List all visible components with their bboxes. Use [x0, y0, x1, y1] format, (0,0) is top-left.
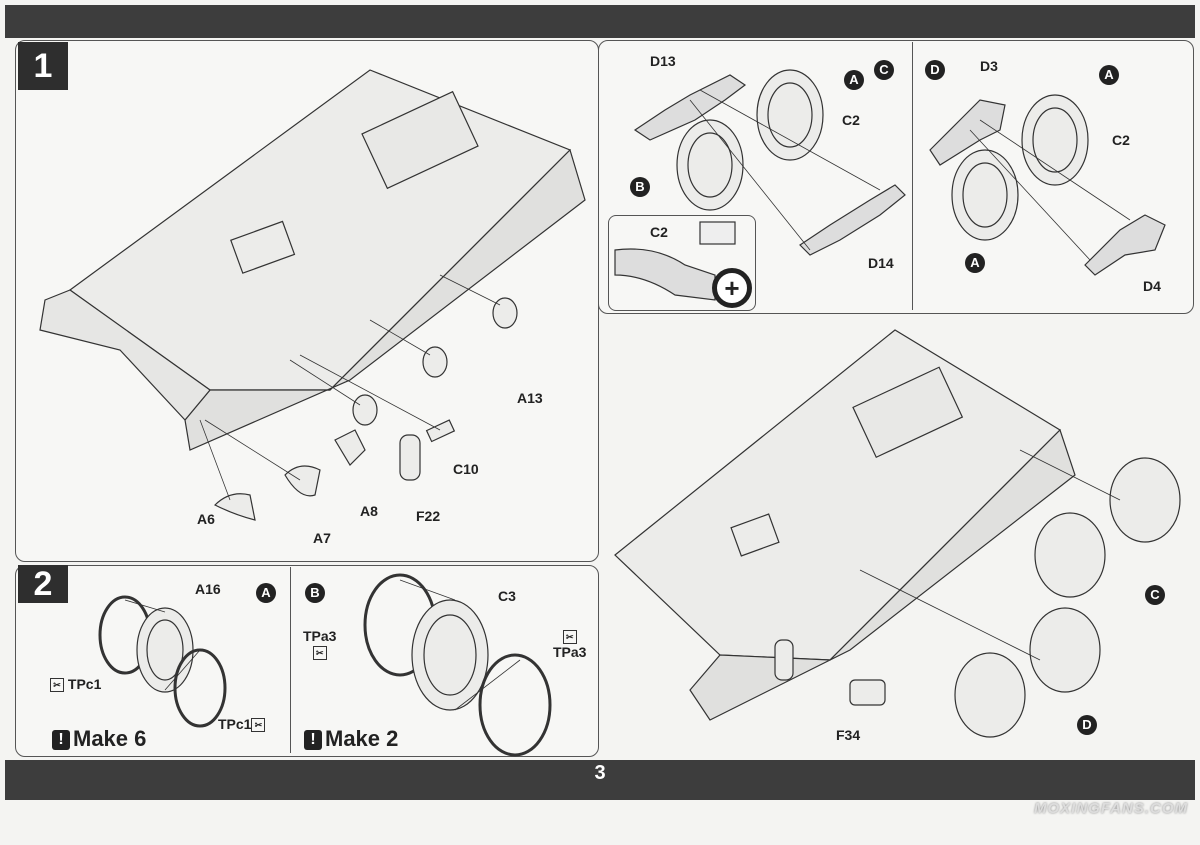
part-label-a7: A7	[313, 530, 331, 546]
step1-number: 1	[18, 42, 68, 90]
wheel-a-bottom	[951, 149, 1019, 241]
tire-label-text: TPc1	[218, 716, 252, 732]
marker-wheel-a: A	[256, 583, 276, 603]
bogie-wheel	[1029, 607, 1101, 693]
part-label-d13: D13	[650, 53, 676, 69]
hatch-small	[230, 220, 296, 274]
part-label-f34: F34	[836, 727, 861, 743]
make-text: Make 6	[73, 726, 147, 751]
hatch	[361, 90, 479, 190]
part-a8	[334, 429, 366, 466]
part-label-a6: A6	[197, 511, 215, 527]
marker-a: A	[844, 70, 864, 90]
marker-wheel-b: B	[305, 583, 325, 603]
tire-label-tpa3-left: TPa3 ✂	[303, 628, 337, 661]
part-label-d14: D14	[868, 255, 894, 271]
arm-d13	[633, 74, 747, 141]
part-label-c10: C10	[453, 461, 479, 477]
arm-d14	[799, 184, 906, 256]
part-label-d4: D4	[1143, 278, 1161, 294]
road-wheel	[352, 394, 378, 426]
marker-a-bottom: A	[965, 253, 985, 273]
bogie-wheel	[954, 652, 1026, 738]
bogie-wheel	[1109, 457, 1181, 543]
part-label-c2-d: C2	[1112, 132, 1130, 148]
tire-label-tpc1-right: TPc1✂	[218, 716, 266, 733]
tire-label-text: TPc1	[67, 676, 102, 692]
tire-label-tpc1-left: ✂ TPc1	[50, 676, 102, 693]
part-label-f22: F22	[416, 508, 441, 524]
wheel-a	[756, 69, 824, 161]
marker-d-final: D	[1077, 715, 1097, 735]
wheel-b	[676, 119, 744, 211]
wheel-a-top	[1021, 94, 1089, 186]
hull-front	[39, 289, 211, 421]
road-wheel	[422, 346, 448, 378]
part-f22	[399, 434, 421, 481]
bogie-wheel	[1034, 512, 1106, 598]
part-f34	[849, 679, 886, 706]
make-6-note: !Make 6	[52, 726, 146, 752]
road-wheel	[492, 297, 518, 329]
panel-divider	[912, 42, 913, 310]
glue-icon: ✂	[251, 718, 266, 733]
part-label-d3: D3	[980, 58, 998, 74]
top-band	[5, 5, 1195, 38]
watermark: MOXINGFANS.COM	[1033, 800, 1188, 817]
make-2-note: !Make 2	[304, 726, 398, 752]
marker-b: B	[630, 177, 650, 197]
part-label-c3: C3	[498, 588, 516, 604]
final-hull-side	[689, 428, 1076, 721]
marker-c-final: C	[1145, 585, 1165, 605]
glue-icon: ✂	[312, 646, 327, 661]
bottom-band	[5, 760, 1195, 800]
marker-d: D	[925, 60, 945, 80]
tire-label-tpa3-right: ✂TPa3	[553, 628, 586, 660]
detail-label-c2: C2	[650, 224, 668, 240]
arm-d3	[929, 99, 1006, 166]
part-c10	[425, 419, 456, 443]
tire-label-text: TPa3	[303, 628, 337, 644]
hull-side	[184, 148, 586, 451]
part-a6	[213, 493, 256, 521]
tire-label-text: TPa3	[553, 644, 587, 661]
glue-icon: ✂	[50, 678, 64, 693]
make-text: Make 2	[325, 726, 399, 751]
step2-divider	[290, 567, 291, 753]
part-a7	[284, 465, 321, 497]
glue-icon: ✂	[562, 630, 577, 645]
part-label-a13: A13	[517, 390, 543, 406]
part-label-c2: C2	[842, 112, 860, 128]
page-number: 3	[594, 762, 606, 784]
assembly-arrows	[124, 89, 1131, 711]
tire-tpa3-right	[478, 653, 552, 757]
zoom-icon: +	[712, 268, 752, 308]
step2-number: 2	[18, 565, 68, 603]
final-hull-top	[614, 329, 1061, 661]
arm-d4	[1084, 214, 1166, 276]
tire-tpc1-right	[173, 648, 227, 728]
part-label-a16: A16	[195, 581, 221, 597]
warning-icon: !	[304, 730, 322, 750]
warning-icon: !	[52, 730, 70, 750]
marker-a-top: A	[1099, 65, 1119, 85]
part-label-a8: A8	[360, 503, 378, 519]
marker-c: C	[874, 60, 894, 80]
